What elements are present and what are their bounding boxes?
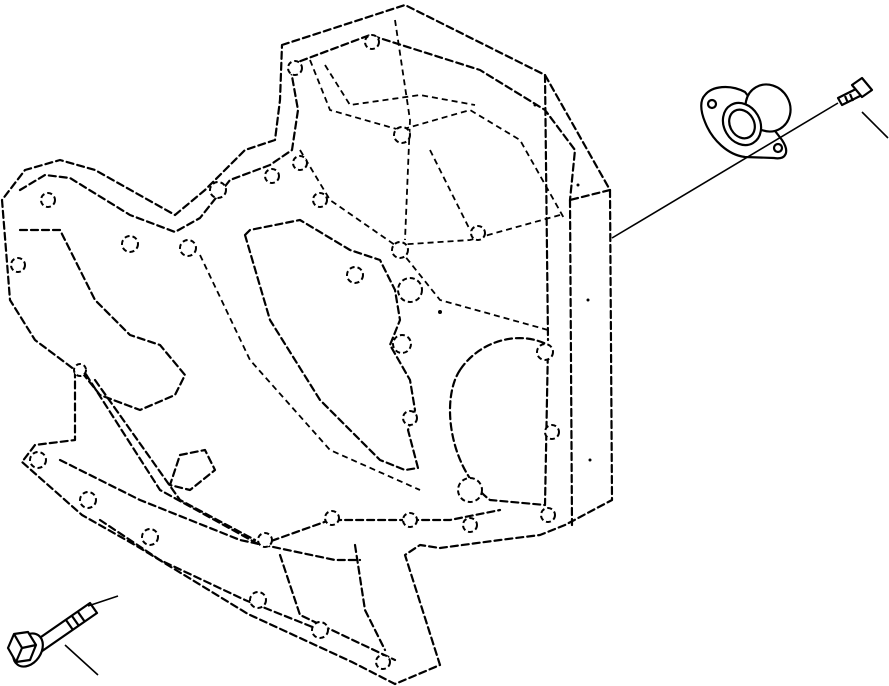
- boss-10: [470, 225, 486, 241]
- bolt-thread: [65, 611, 86, 631]
- boss-13: [392, 334, 412, 354]
- boss-4: [264, 168, 280, 184]
- boss-26: [375, 654, 391, 670]
- assembly-line-bolt: [87, 595, 119, 607]
- boss-28: [10, 257, 26, 273]
- housing-rib-4: [429, 149, 481, 236]
- boss-1: [364, 34, 380, 50]
- boss-32: [457, 477, 483, 503]
- housing-inner-cavity: [243, 218, 420, 472]
- housing-gear-bore: [448, 337, 550, 507]
- leader-bolt: [64, 644, 99, 676]
- housing-outer-outline: [0, 3, 614, 686]
- housing-upper-block: [288, 33, 577, 202]
- housing-diagonal-1: [199, 254, 421, 491]
- boss-5: [209, 181, 227, 199]
- housing-bracket: [58, 458, 362, 562]
- boss-18: [402, 512, 418, 528]
- leader-screw: [861, 111, 889, 139]
- housing-tube-left: [18, 228, 187, 412]
- flange-hole-bottom: [772, 142, 784, 154]
- flange-hole-top: [706, 98, 718, 110]
- boss-14: [536, 343, 554, 361]
- boss-8: [312, 192, 328, 208]
- boss-24: [249, 591, 267, 609]
- right-face-dots: [438, 103, 592, 462]
- housing-lower-arm: [78, 363, 502, 547]
- boss-11: [391, 241, 409, 259]
- small-cap-screw: [836, 76, 874, 107]
- boss-9: [393, 126, 411, 144]
- housing-rib-1: [324, 64, 476, 106]
- boss-21: [141, 528, 159, 546]
- housing-leg: [278, 543, 397, 662]
- boss-25: [311, 621, 329, 639]
- boss-16: [540, 507, 556, 523]
- boss-31: [402, 410, 418, 426]
- boss-17: [462, 517, 478, 533]
- boss-23: [29, 451, 47, 469]
- boss-30: [397, 277, 423, 303]
- boss-12: [346, 266, 364, 284]
- flange-seal-ring: [728, 108, 756, 140]
- housing-bracket-lower: [98, 518, 322, 632]
- boss-6: [179, 239, 197, 257]
- boss-29: [73, 363, 87, 377]
- bolt-hex-face: [13, 633, 37, 663]
- assembly-line-flange: [611, 102, 839, 239]
- small-screw-head: [850, 76, 874, 99]
- housing-lower-arm-2: [93, 378, 257, 542]
- boss-27: [40, 192, 56, 208]
- housing-left-lobe-rim: [18, 63, 300, 234]
- gear-housing: [0, 3, 614, 686]
- boss-2: [287, 60, 303, 76]
- boss-7: [121, 235, 139, 253]
- boss-22: [79, 491, 97, 509]
- boss-19: [324, 510, 340, 526]
- boss-15: [544, 424, 560, 440]
- housing-diagonal-2: [399, 249, 549, 331]
- housing-rib-2: [394, 19, 411, 241]
- housing-right-face: [543, 73, 612, 527]
- boss-3: [292, 155, 308, 171]
- housing-tube-stub: [168, 448, 217, 492]
- housing-rib-3: [299, 149, 561, 246]
- housing-upper-block-inner: [309, 59, 566, 221]
- flange-head-bolt: [6, 601, 99, 668]
- small-screw-thread: [843, 93, 855, 104]
- boss-20: [257, 532, 273, 548]
- flange-cover: [700, 83, 792, 160]
